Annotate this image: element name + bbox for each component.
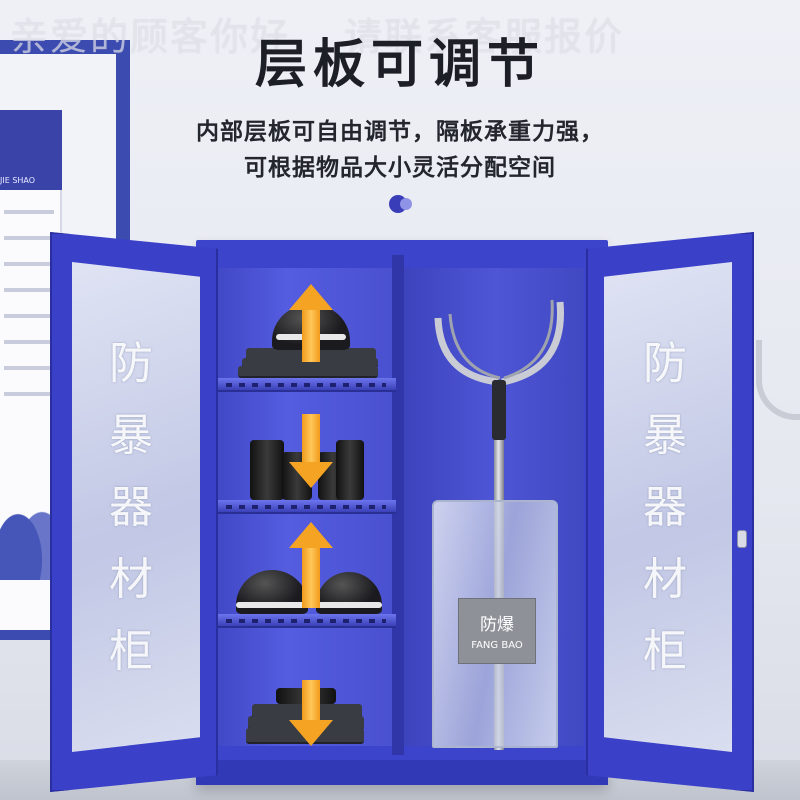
wall-cable — [756, 340, 800, 420]
subline-1: 内部层板可自由调节，隔板承重力强， — [196, 119, 604, 145]
up-down-arrow-icon — [289, 414, 333, 488]
shield-label-plate — [458, 598, 536, 664]
left-door-glass — [72, 262, 200, 752]
cabinet-base — [196, 760, 608, 785]
door-handle[interactable] — [737, 530, 747, 548]
poster-header — [0, 110, 62, 190]
binoculars-icon — [250, 440, 284, 500]
right-door-glass — [604, 262, 732, 752]
decor-dots — [389, 195, 419, 213]
shield-label-cn: 防爆 — [480, 615, 514, 635]
subline-2: 可根据物品大小灵活分配空间 — [244, 155, 556, 181]
up-down-arrow-icon — [289, 680, 333, 746]
up-down-arrow-icon — [289, 284, 333, 362]
shield-label-en: FANG BAO — [471, 640, 523, 651]
right-door-text: 防 暴 器 材 柜 — [643, 338, 687, 677]
poster-caption: JIE SHAO — [0, 176, 36, 185]
up-down-arrow-icon — [289, 522, 333, 608]
catch-pole-fork — [434, 299, 565, 386]
left-door-text: 防 暴 器 材 柜 — [109, 338, 153, 677]
headline: 层板可调节 — [254, 35, 545, 95]
watermark: 亲爱的顾客你好， 请联系客服报价 — [10, 15, 625, 59]
